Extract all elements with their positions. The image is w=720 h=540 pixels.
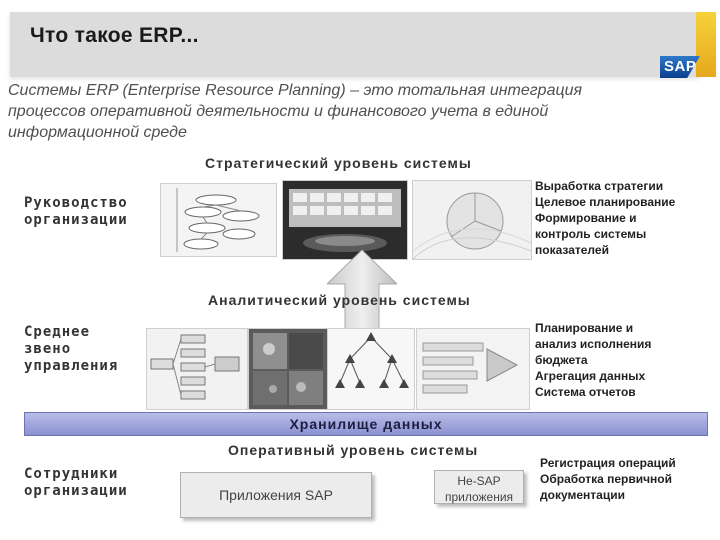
analytical-left-label: Среднее звено управления	[24, 324, 118, 375]
non-sap-line: Не-SAP	[457, 474, 501, 488]
analytics-flow-graphic	[147, 329, 247, 409]
function-item: Агрегация данных	[535, 369, 646, 383]
function-item: Планирование и	[535, 321, 634, 335]
label-line: Сотрудники	[24, 466, 119, 482]
strategic-left-label: Руководство организации	[24, 195, 128, 229]
operational-functions: Регистрация операций Обработка первичной…	[540, 455, 676, 503]
tree-diagram-image	[327, 328, 415, 410]
strategic-functions: Выработка стратегии Целевое планирование…	[535, 178, 675, 258]
analytics-flow-image	[146, 328, 248, 410]
function-item: документации	[540, 488, 625, 502]
function-item: анализ исполнения	[535, 337, 652, 351]
page-title: Что такое ERP...	[30, 24, 199, 47]
function-item: Формирование и	[535, 211, 637, 225]
sap-logo: SAP	[660, 56, 700, 78]
matrix-chart-graphic	[249, 329, 327, 409]
operational-left-label: Сотрудники организации	[24, 466, 128, 500]
data-warehouse-bar: Хранилище данных	[24, 412, 708, 436]
non-sap-line: приложения	[444, 490, 514, 504]
intro-line-1: Системы ERP (Enterprise Resource Plannin…	[8, 82, 583, 99]
process-flow-image	[416, 328, 530, 410]
label-line: организации	[24, 483, 128, 499]
intro-line-2: процессов оперативной деятельности и фин…	[8, 103, 549, 120]
function-item: Регистрация операций	[540, 456, 676, 470]
label-line: организации	[24, 212, 128, 228]
function-item: показателей	[535, 243, 609, 257]
function-item: бюджета	[535, 353, 588, 367]
function-item: Выработка стратегии	[535, 179, 664, 193]
non-sap-applications-box: Не-SAP приложения	[434, 470, 524, 504]
accent-bar	[696, 12, 716, 77]
title-bar	[10, 12, 700, 77]
label-line: звено	[24, 341, 72, 357]
tree-diagram-graphic	[328, 329, 414, 409]
function-item: контроль системы	[535, 227, 647, 241]
strategic-level-title: Стратегический уровень системы	[205, 155, 472, 171]
label-line: Руководство	[24, 195, 128, 211]
matrix-chart-image	[248, 328, 328, 410]
pie-graphic	[413, 181, 531, 259]
intro-line-3: информационной среде	[8, 124, 187, 141]
label-line: управления	[24, 358, 119, 374]
function-item: Система отчетов	[535, 385, 636, 399]
pie-chart-image	[412, 180, 532, 260]
strategy-map-image	[160, 183, 277, 257]
function-item: Обработка первичной	[540, 472, 673, 486]
intro-text: Системы ERP (Enterprise Resource Plannin…	[8, 80, 703, 143]
strategy-map-graphic	[161, 184, 276, 256]
control-room-graphic	[283, 181, 407, 259]
control-room-image	[282, 180, 408, 260]
label-line: Среднее	[24, 324, 91, 340]
function-item: Целевое планирование	[535, 195, 676, 209]
analytical-functions: Планирование и анализ исполнения бюджета…	[535, 320, 651, 400]
process-flow-graphic	[417, 329, 529, 409]
sap-applications-box: Приложения SAP	[180, 472, 372, 518]
up-arrow-icon	[327, 250, 397, 335]
operational-level-title: Оперативный уровень системы	[228, 442, 479, 458]
analytical-level-title: Аналитический уровень системы	[208, 292, 471, 308]
